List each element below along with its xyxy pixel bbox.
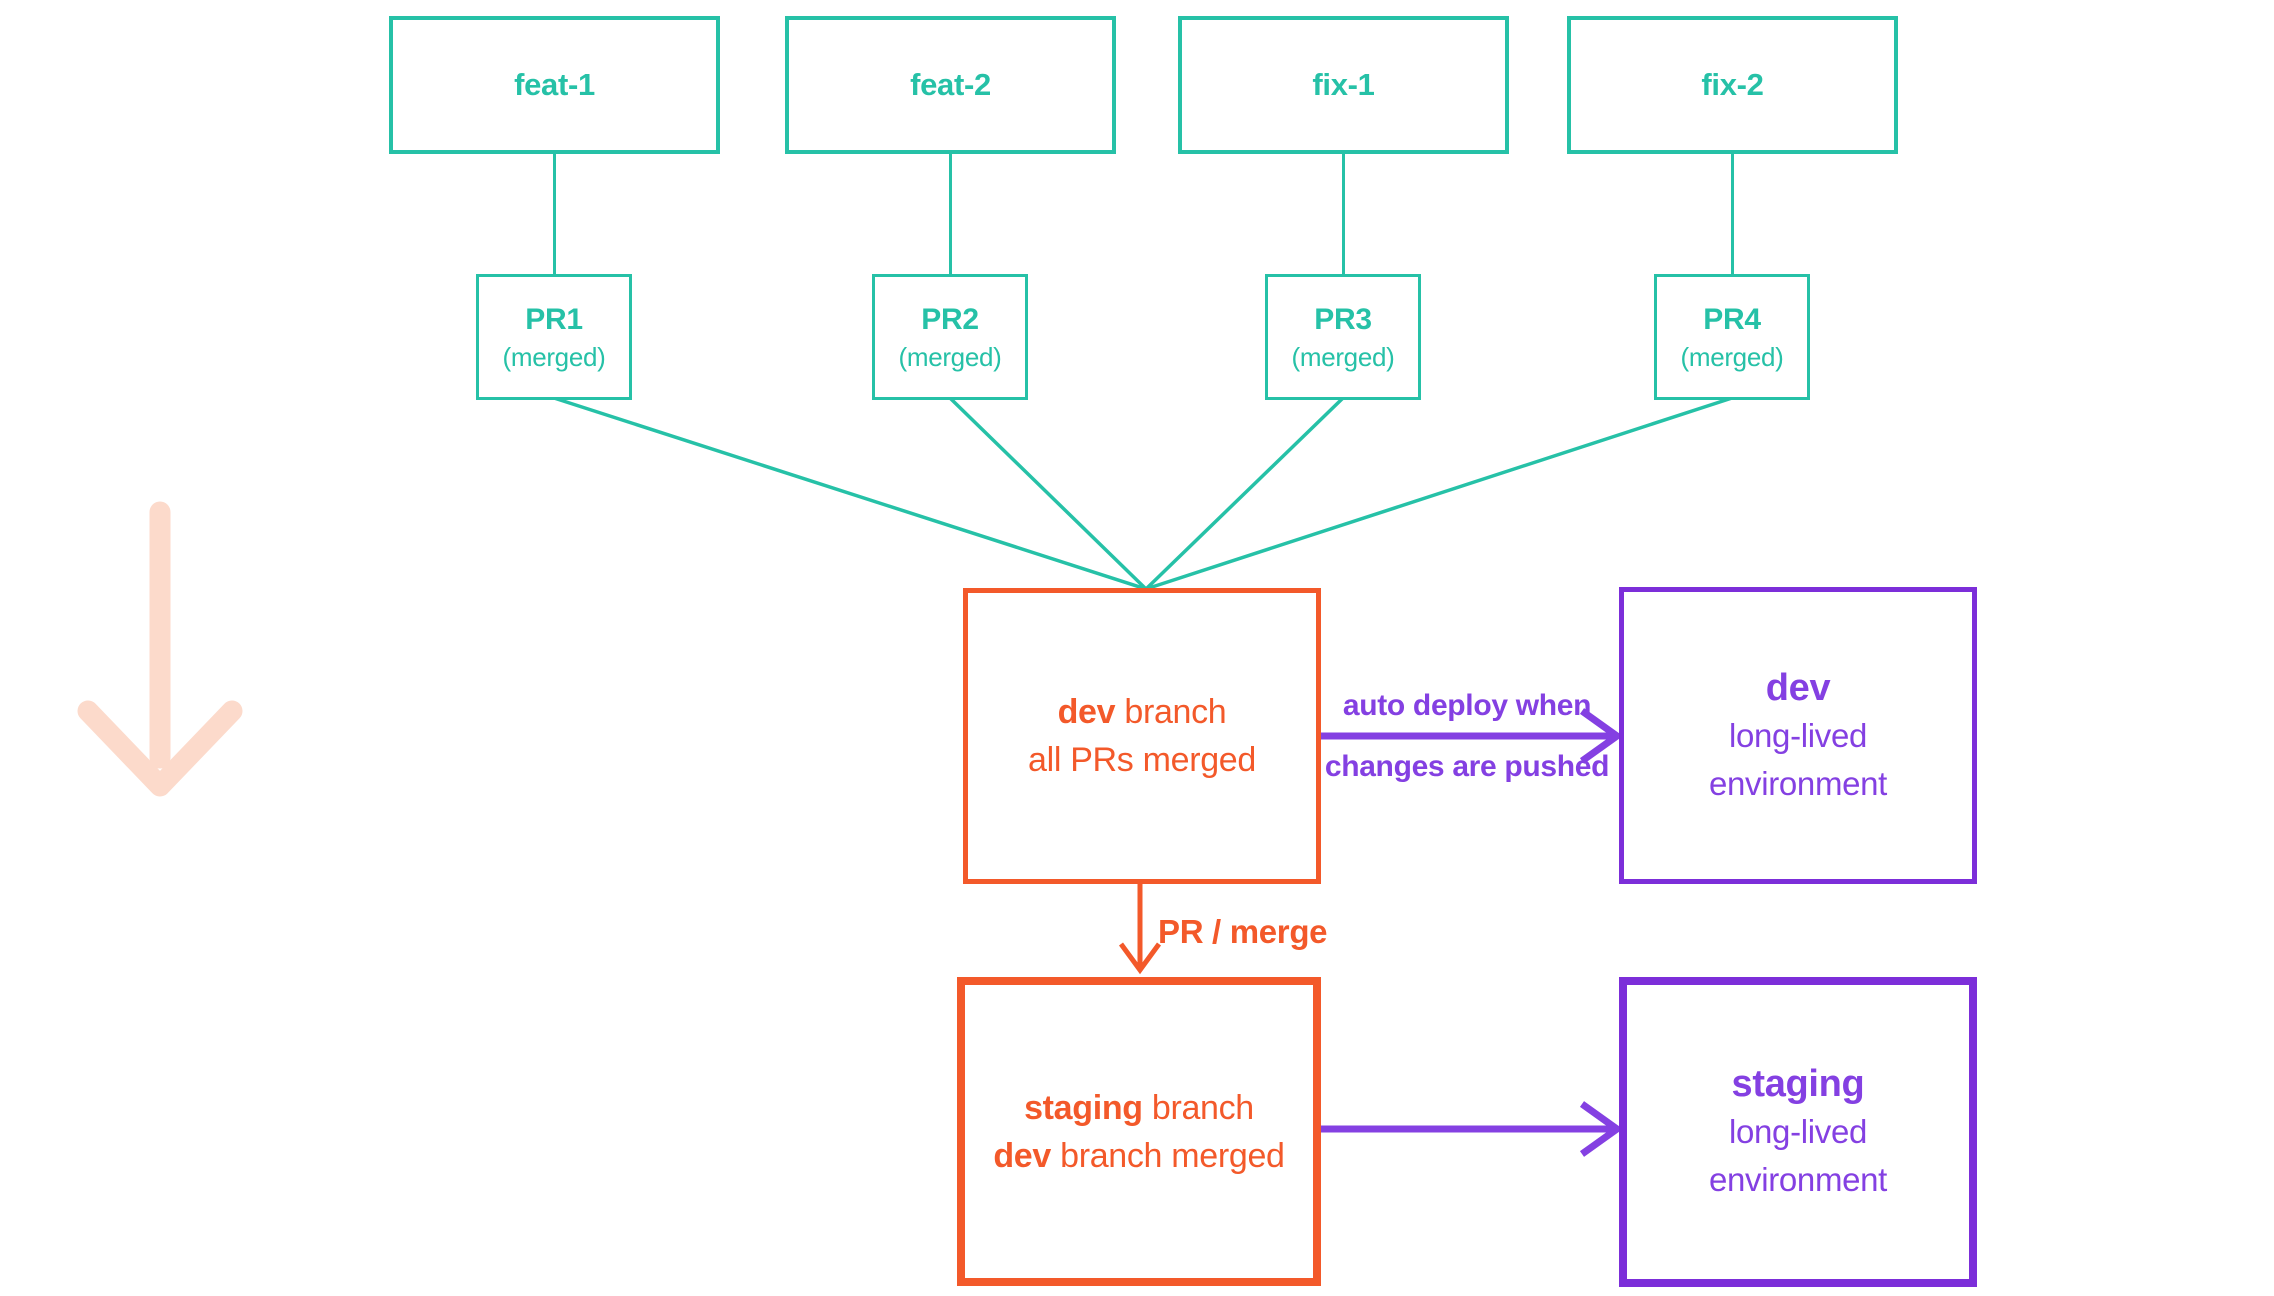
staging-env-name: staging <box>1731 1063 1865 1105</box>
pr-label: PR1 <box>525 303 583 337</box>
dev-branch-box: dev branch all PRs merged <box>963 588 1321 884</box>
branch-box-feat-1: feat-1 <box>389 16 720 154</box>
pr-status: (merged) <box>502 341 606 372</box>
merge-line-pr4-dev <box>1145 396 1733 591</box>
staging-branch-title: staging branch <box>1024 1088 1254 1127</box>
dev-env-line1: long-lived <box>1728 716 1868 754</box>
staging-env-line2: environment <box>1708 1161 1888 1198</box>
merge-line-pr1-dev <box>553 396 1147 591</box>
staging-environment-box: staging long-lived environment <box>1619 977 1977 1287</box>
dev-deploy-arrow <box>1316 708 1624 764</box>
pr-box-pr4: PR4 (merged) <box>1654 274 1810 400</box>
branch-box-feat-2: feat-2 <box>785 16 1116 154</box>
pr-label: PR4 <box>1703 303 1761 337</box>
pr-merge-label: PR / merge <box>1158 913 1328 950</box>
dev-branch-subtitle: all PRs merged <box>1028 741 1256 779</box>
dev-branch-title: dev branch <box>1057 693 1227 731</box>
pr-label: PR2 <box>921 303 979 337</box>
merge-line-pr2-dev <box>948 396 1148 591</box>
pr-box-pr3: PR3 (merged) <box>1265 274 1421 400</box>
staging-env-line1: long-lived <box>1728 1113 1868 1150</box>
dev-branch-name: dev <box>1057 693 1116 731</box>
auto-deploy-label-line1: auto deploy when <box>1342 689 1592 722</box>
branch-box-fix-2: fix-2 <box>1567 16 1898 154</box>
pr-status: (merged) <box>1680 341 1784 372</box>
branch-box-fix-1: fix-1 <box>1178 16 1509 154</box>
staging-branch-subtitle: dev branch merged <box>993 1136 1285 1175</box>
branch-label: feat-1 <box>514 67 595 102</box>
dev-environment-box: dev long-lived environment <box>1619 587 1977 884</box>
pr-box-pr1: PR1 (merged) <box>476 274 632 400</box>
staging-branch-name: staging <box>1024 1088 1143 1127</box>
dev-env-line2: environment <box>1708 764 1888 802</box>
branch-label: feat-2 <box>910 67 991 102</box>
dev-env-name: dev <box>1765 666 1831 709</box>
workflow-direction-arrow-icon <box>77 501 243 797</box>
pr-status: (merged) <box>1291 341 1395 372</box>
staging-deploy-arrow <box>1316 1101 1624 1157</box>
branch-label: fix-2 <box>1701 67 1764 102</box>
auto-deploy-label-line2: changes are pushed <box>1324 750 1610 783</box>
merge-line-pr3-dev <box>1144 396 1345 591</box>
staging-branch-box: staging branch dev branch merged <box>957 977 1321 1286</box>
pr-status: (merged) <box>898 341 1002 372</box>
branch-label: fix-1 <box>1312 67 1375 102</box>
pr-label: PR3 <box>1314 303 1372 337</box>
pr-box-pr2: PR2 (merged) <box>872 274 1028 400</box>
dev-to-staging-arrow <box>1118 884 1162 975</box>
